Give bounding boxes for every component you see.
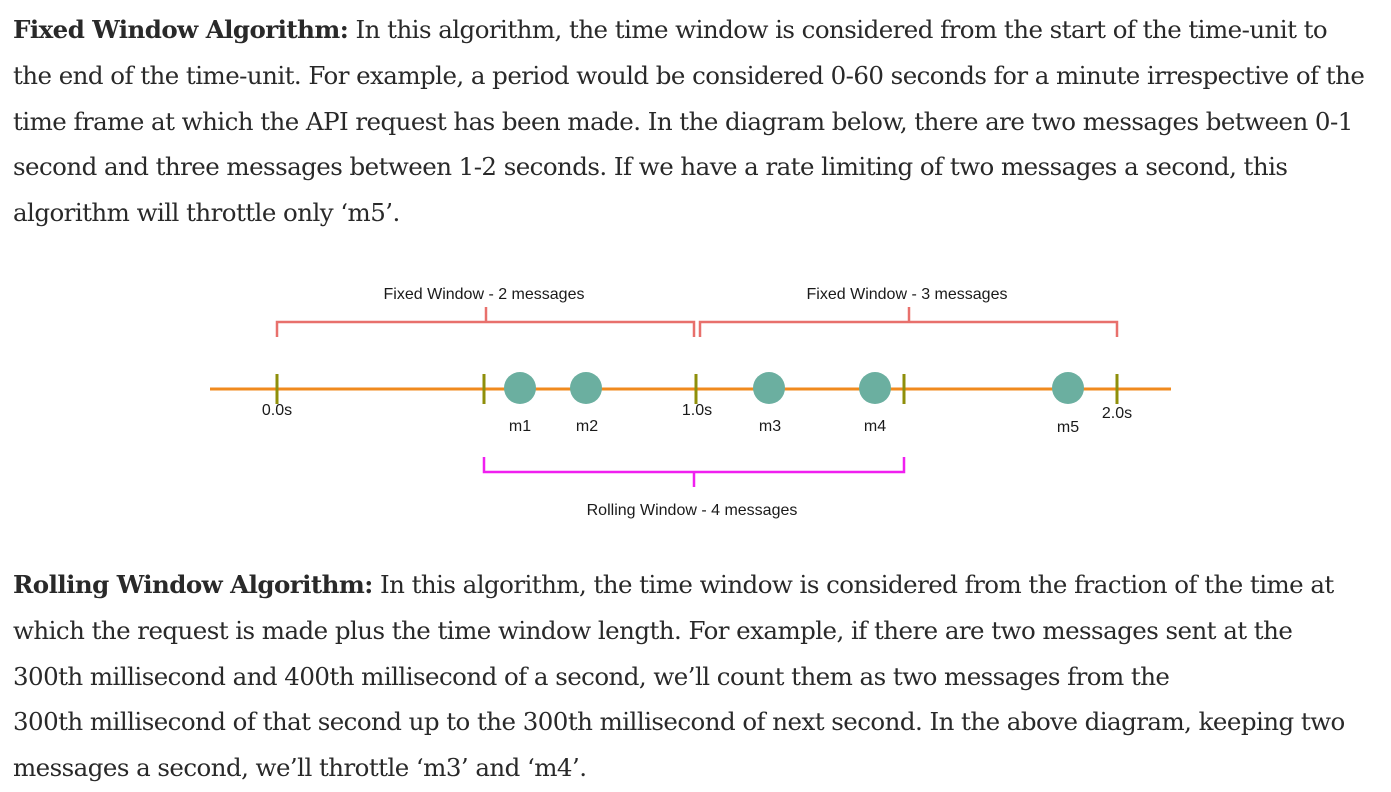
rolling-window-line-4: 300th millisecond of that second up to t… bbox=[13, 707, 1345, 737]
fixed-window-line-4: second and three messages between 1-2 se… bbox=[13, 152, 1288, 182]
message-m4-label: m4 bbox=[864, 418, 886, 435]
message-m2-label: m2 bbox=[576, 418, 598, 435]
fixed-window-line-5: algorithm will throttle only ‘m5’. bbox=[13, 198, 400, 228]
fixed-window-paragraph: Fixed Window Algorithm: In this algorith… bbox=[13, 7, 1379, 236]
rolling-window-term: Rolling Window Algorithm: bbox=[13, 570, 373, 599]
rolling-window-line-3: 300th millisecond and 400th millisecond … bbox=[13, 661, 1170, 691]
axis-ticks bbox=[275, 374, 1119, 404]
fixed-window-1-label: Fixed Window - 2 messages bbox=[384, 286, 585, 303]
message-m1-marker bbox=[504, 372, 536, 404]
message-m1-label: m1 bbox=[509, 418, 531, 435]
message-m5-label: m5 bbox=[1057, 419, 1079, 436]
rolling-window-text: In this algorithm, the time window is co… bbox=[372, 570, 1334, 599]
rolling-window-label: Rolling Window - 4 messages bbox=[587, 502, 798, 519]
time-label-0s: 0.0s bbox=[262, 402, 292, 419]
fixed-window-line-3: time frame at which the API request has … bbox=[13, 106, 1353, 136]
rolling-window-line-5: messages a second, we’ll throttle ‘m3’ a… bbox=[13, 753, 587, 783]
message-m5-marker bbox=[1052, 372, 1084, 404]
rolling-window-bracket bbox=[482, 457, 906, 487]
message-m2-marker bbox=[570, 372, 602, 404]
fixed-window-1-bracket bbox=[275, 307, 696, 337]
fixed-window-2-bracket bbox=[698, 307, 1119, 337]
message-m3-label: m3 bbox=[759, 418, 781, 435]
fixed-window-line-1: Fixed Window Algorithm: In this algorith… bbox=[13, 7, 1379, 53]
message-markers bbox=[504, 372, 1084, 404]
fixed-window-2-label: Fixed Window - 3 messages bbox=[807, 286, 1008, 303]
time-label-1s: 1.0s bbox=[682, 402, 712, 419]
time-label-2s: 2.0s bbox=[1102, 405, 1132, 422]
message-m4-marker bbox=[859, 372, 891, 404]
rolling-window-paragraph: Rolling Window Algorithm: In this algori… bbox=[13, 562, 1379, 791]
fixed-window-term: Fixed Window Algorithm: bbox=[13, 15, 349, 44]
rolling-window-line-1: Rolling Window Algorithm: In this algori… bbox=[13, 562, 1379, 608]
message-m3-marker bbox=[753, 372, 785, 404]
rolling-window-line-2: which the request is made plus the time … bbox=[13, 615, 1293, 645]
fixed-window-line-2: the end of the time-unit. For example, a… bbox=[13, 60, 1365, 90]
fixed-window-text: In this algorithm, the time window is co… bbox=[348, 15, 1328, 44]
rate-limit-timeline-diagram: Fixed Window - 2 messages Fixed Window -… bbox=[210, 286, 1171, 519]
